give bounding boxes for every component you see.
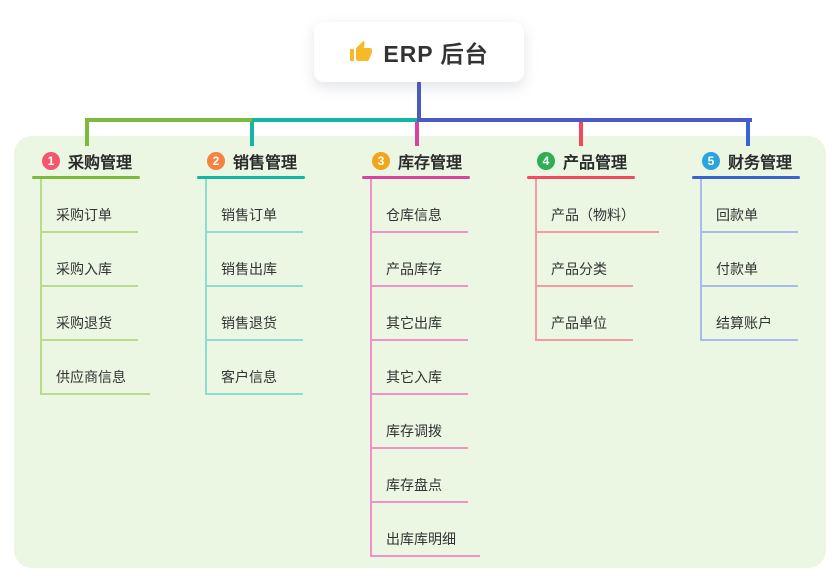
branch: 2 销售管理销售订单销售出库销售退货客户信息 (197, 146, 305, 395)
child-label: 供应商信息 (56, 369, 126, 385)
root-connector (417, 82, 421, 120)
mindmap-panel (14, 136, 826, 568)
child-node[interactable]: 采购退货 (42, 287, 138, 341)
branch-children: 产品（物料） 产品分类产品单位 (535, 179, 659, 341)
branch-children: 采购订单采购入库采购退货供应商信息 (40, 179, 150, 395)
child-label: 采购退货 (56, 315, 112, 331)
child-node[interactable]: 结算账户 (702, 287, 798, 341)
child-label: 销售出库 (221, 261, 277, 277)
child-label: 产品分类 (551, 261, 607, 277)
child-label: 销售订单 (221, 207, 277, 223)
child-label: 出库库明细 (386, 531, 456, 547)
child-label: 产品单位 (551, 315, 607, 331)
branch-underline (197, 176, 305, 179)
branch-number-badge: 5 (702, 152, 720, 170)
child-label: 产品库存 (386, 261, 442, 277)
child-node[interactable]: 出库库明细 (372, 503, 480, 557)
child-node[interactable]: 销售退货 (207, 287, 303, 341)
child-node[interactable]: 仓库信息 (372, 179, 468, 233)
branch-number-badge: 1 (42, 152, 60, 170)
branch: 4 产品管理产品（物料） 产品分类产品单位 (527, 146, 659, 341)
child-node[interactable]: 采购入库 (42, 233, 138, 287)
thumbs-up-icon (349, 40, 373, 64)
branch-header[interactable]: 4 产品管理 (527, 146, 659, 176)
branch-number-badge: 2 (207, 152, 225, 170)
child-node[interactable]: 其它入库 (372, 341, 468, 395)
branch-label: 库存管理 (398, 155, 463, 172)
child-node[interactable]: 付款单 (702, 233, 798, 287)
branch-label: 财务管理 (728, 155, 793, 172)
branch-label: 采购管理 (68, 155, 133, 172)
branch-children: 回款单付款单结算账户 (700, 179, 800, 341)
child-label: 库存盘点 (386, 477, 442, 493)
branch-number-badge: 3 (372, 152, 390, 170)
branch: 5 财务管理回款单付款单结算账户 (692, 146, 800, 341)
branch-connector (85, 118, 89, 146)
branch-connector (746, 118, 750, 146)
branch-label: 产品管理 (563, 155, 628, 172)
child-node[interactable]: 销售出库 (207, 233, 303, 287)
branch-header[interactable]: 1 采购管理 (32, 146, 150, 176)
child-label: 产品（物料） (551, 207, 635, 223)
child-node[interactable]: 产品分类 (537, 233, 633, 287)
connector-mid-teal (252, 118, 419, 122)
child-label: 其它出库 (386, 315, 442, 331)
child-node[interactable]: 回款单 (702, 179, 798, 233)
child-node[interactable]: 供应商信息 (42, 341, 150, 395)
branch: 1 采购管理采购订单采购入库采购退货供应商信息 (32, 146, 150, 395)
branch-number-badge: 4 (537, 152, 555, 170)
child-node[interactable]: 采购订单 (42, 179, 138, 233)
branch-connector (415, 118, 419, 146)
child-label: 销售退货 (221, 315, 277, 331)
child-label: 采购入库 (56, 261, 112, 277)
child-label: 其它入库 (386, 369, 442, 385)
branch-header[interactable]: 3 库存管理 (362, 146, 480, 176)
child-node[interactable]: 产品（物料） (537, 179, 659, 233)
connector-left-green (85, 118, 254, 122)
child-node[interactable]: 客户信息 (207, 341, 303, 395)
branch-header[interactable]: 2 销售管理 (197, 146, 305, 176)
child-label: 库存调拨 (386, 423, 442, 439)
branch-header[interactable]: 5 财务管理 (692, 146, 800, 176)
branch-underline (362, 176, 470, 179)
child-label: 付款单 (716, 261, 758, 277)
child-label: 结算账户 (716, 315, 772, 331)
root-title: ERP 后台 (383, 41, 489, 67)
root-node[interactable]: ERP 后台 (314, 22, 524, 82)
connector-right-blue (417, 118, 752, 122)
branch-underline (527, 176, 635, 179)
branch-label: 销售管理 (233, 155, 298, 172)
child-node[interactable]: 产品库存 (372, 233, 468, 287)
child-node[interactable]: 库存盘点 (372, 449, 468, 503)
child-label: 客户信息 (221, 369, 277, 385)
child-label: 采购订单 (56, 207, 112, 223)
branch-children: 销售订单销售出库销售退货客户信息 (205, 179, 305, 395)
child-node[interactable]: 其它出库 (372, 287, 468, 341)
branch: 3 库存管理仓库信息产品库存其它出库其它入库库存调拨库存盘点出库库明细 (362, 146, 480, 557)
child-node[interactable]: 库存调拨 (372, 395, 468, 449)
branch-underline (32, 176, 140, 179)
branch-children: 仓库信息产品库存其它出库其它入库库存调拨库存盘点出库库明细 (370, 179, 480, 557)
child-label: 回款单 (716, 207, 758, 223)
child-node[interactable]: 销售订单 (207, 179, 303, 233)
child-node[interactable]: 产品单位 (537, 287, 633, 341)
branch-connector (579, 118, 583, 146)
branch-underline (692, 176, 800, 179)
branch-connector (250, 118, 254, 146)
child-label: 仓库信息 (386, 207, 442, 223)
